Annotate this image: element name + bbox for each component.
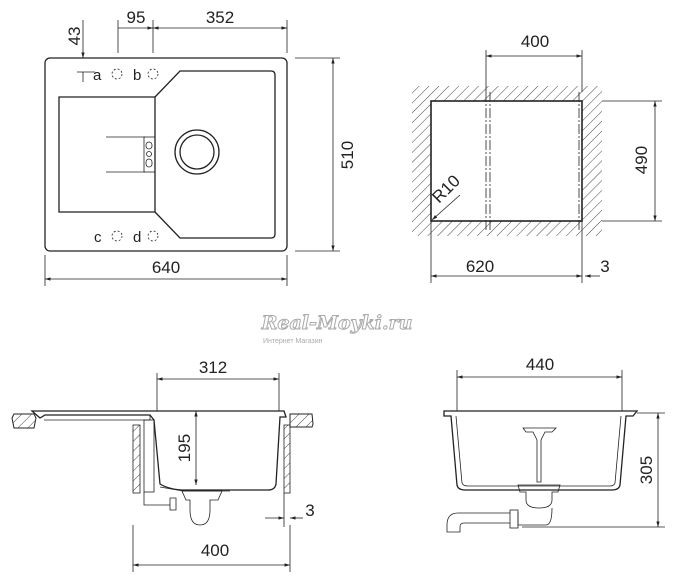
side-view: 312 195 3 400	[11, 358, 315, 572]
drain-inner	[179, 134, 215, 170]
dim-440: 440	[526, 355, 554, 374]
dim-43: 43	[65, 27, 84, 46]
sink-profile	[30, 410, 287, 491]
dim-400-top: 400	[521, 32, 549, 51]
drainboard	[58, 96, 156, 213]
tap-hole-c	[111, 230, 123, 242]
watermark-brand: Real-Moyki.ru	[261, 312, 413, 334]
sink-outline	[44, 57, 288, 252]
cutout-view: 400 490 620 3 R10	[412, 32, 662, 283]
cabinet-wall-right	[283, 424, 291, 494]
outlet-pipe	[446, 512, 510, 533]
dim-640: 640	[152, 258, 180, 277]
front-view: 440 305	[443, 355, 665, 533]
tap-hole-b	[147, 68, 159, 80]
dim-312: 312	[199, 358, 227, 377]
dim-620: 620	[466, 257, 494, 276]
cutout-outline	[430, 100, 583, 222]
hole-label-c: c	[94, 229, 102, 246]
hole-label-d: d	[133, 229, 141, 246]
dim-400-side: 400	[201, 541, 229, 560]
countertop-right	[289, 413, 314, 428]
dim-3-cutout: 3	[600, 257, 609, 276]
hole-label-a: a	[93, 67, 102, 84]
drain-fitting	[517, 484, 561, 509]
watermark-subtitle: Интернет Магазин	[263, 338, 323, 345]
dim-3-side: 3	[305, 501, 314, 520]
strainer-rod	[522, 427, 557, 483]
cabinet-wall-left	[132, 424, 141, 494]
dim-352: 352	[206, 8, 234, 27]
overflow	[143, 136, 156, 173]
tap-hole-d	[147, 230, 159, 242]
watermark-logo: Real-Moyki.ru Интернет Магазин	[260, 312, 413, 346]
dim-490: 490	[632, 146, 651, 174]
overflow-pipe	[143, 419, 155, 493]
drain-outer	[174, 129, 220, 175]
siphon	[181, 490, 223, 526]
tap-hole-a	[111, 68, 123, 80]
dim-95: 95	[127, 8, 146, 27]
dim-305: 305	[637, 456, 656, 484]
top-view: a b c d 43 95 352 510 640	[44, 8, 357, 286]
dim-510: 510	[338, 141, 357, 169]
dim-195: 195	[175, 434, 194, 462]
countertop-left	[11, 413, 37, 429]
bowl-profile	[443, 410, 639, 491]
bowl-outline	[154, 70, 276, 239]
hole-label-b: b	[133, 67, 141, 84]
